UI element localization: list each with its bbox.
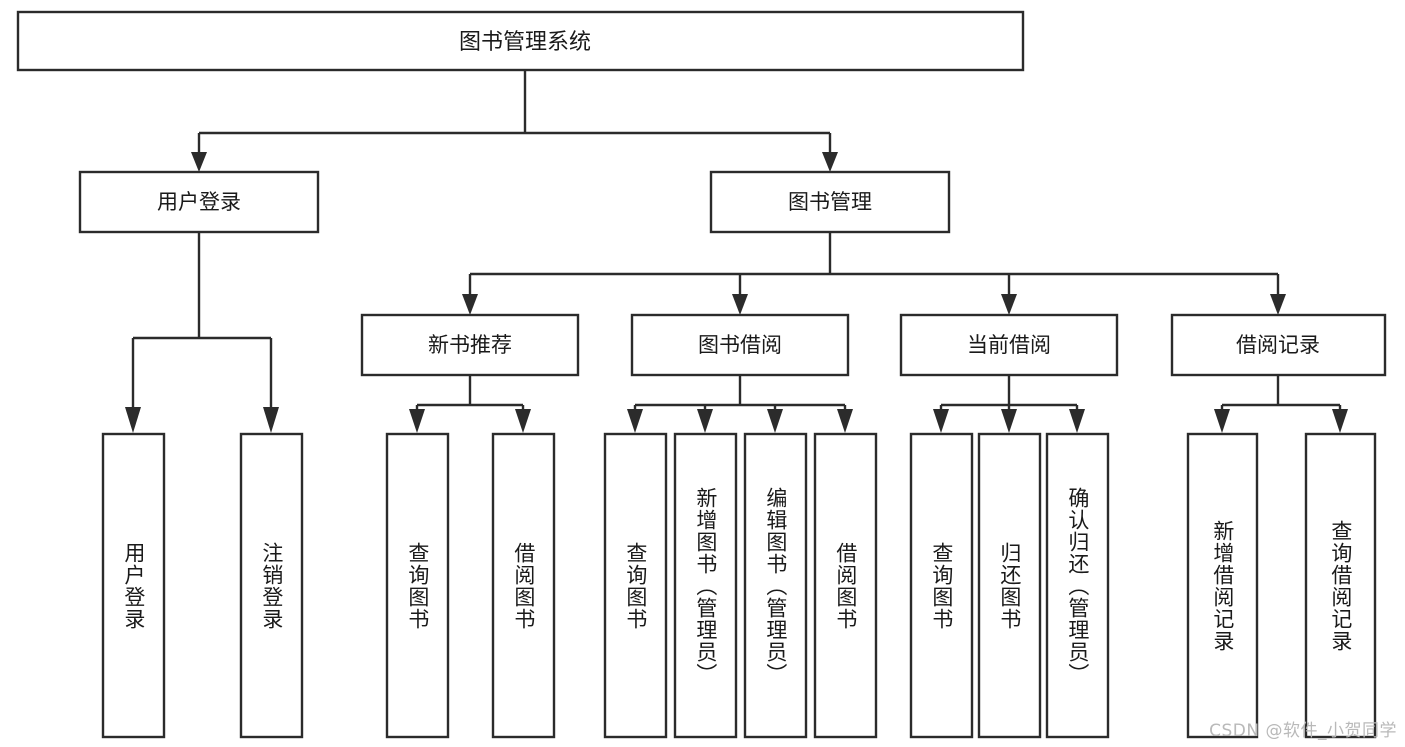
leaf-box-query-record[interactable] bbox=[1304, 432, 1377, 739]
node-book-manage-box[interactable] bbox=[709, 170, 951, 234]
node-new-book-recommend-box[interactable] bbox=[360, 313, 580, 377]
node-book-borrow-box[interactable] bbox=[630, 313, 850, 377]
arrow-br-leaf-2 bbox=[1332, 409, 1348, 433]
node-borrow-record-label: 借阅记录 bbox=[1236, 333, 1320, 357]
arrow-bb-leaf-4 bbox=[837, 409, 853, 433]
arrow-bm-to-current-borrow bbox=[1001, 294, 1017, 315]
arrow-bm-to-book-borrow bbox=[732, 294, 748, 315]
node-root-box[interactable] bbox=[16, 10, 1025, 72]
leaf-box-return-book[interactable] bbox=[977, 432, 1042, 739]
leaf-box-logout-login[interactable] bbox=[239, 432, 304, 739]
arrow-cb-leaf-3 bbox=[1069, 409, 1085, 433]
arrow-bb-leaf-3 bbox=[767, 409, 783, 433]
node-user-login-label: 用户登录 bbox=[157, 190, 241, 214]
arrow-nb-leaf-2 bbox=[515, 409, 531, 433]
leaf-box-query-book-1[interactable] bbox=[385, 432, 450, 739]
node-user-login-box[interactable] bbox=[78, 170, 320, 234]
node-current-borrow-label: 当前借阅 bbox=[967, 333, 1051, 357]
arrow-bm-to-borrow-record bbox=[1270, 294, 1286, 315]
leaf-box-add-record[interactable] bbox=[1186, 432, 1259, 739]
arrow-user-login-leaf-2 bbox=[263, 407, 279, 433]
arrow-root-to-user-login bbox=[191, 152, 207, 172]
arrow-root-to-book-manage bbox=[822, 152, 838, 172]
leaf-box-add-book[interactable] bbox=[673, 432, 738, 739]
arrow-bb-leaf-1 bbox=[627, 409, 643, 433]
node-borrow-record-box[interactable] bbox=[1170, 313, 1387, 377]
arrow-cb-leaf-2 bbox=[1001, 409, 1017, 433]
watermark-text: CSDN @软件_小贺同学 bbox=[1209, 721, 1397, 741]
arrow-br-leaf-1 bbox=[1214, 409, 1230, 433]
node-current-borrow-box[interactable] bbox=[899, 313, 1119, 377]
arrow-nb-leaf-1 bbox=[409, 409, 425, 433]
arrow-bm-to-new-book bbox=[462, 294, 478, 315]
leaf-box-borrow-book-1[interactable] bbox=[491, 432, 556, 739]
connector-layer bbox=[125, 70, 1348, 433]
node-layer: 图书管理系统 用户登录 图书管理 新书推荐 图书借阅 当前借阅 借阅记录 bbox=[16, 10, 1387, 739]
node-book-borrow-label: 图书借阅 bbox=[698, 333, 782, 357]
leaf-box-edit-book[interactable] bbox=[743, 432, 808, 739]
leaf-box-query-book-2[interactable] bbox=[603, 432, 668, 739]
leaf-box-query-book-3[interactable] bbox=[909, 432, 974, 739]
arrow-user-login-leaf-1 bbox=[125, 407, 141, 433]
node-book-manage-label: 图书管理 bbox=[788, 190, 872, 214]
node-root-label: 图书管理系统 bbox=[459, 30, 591, 55]
leaf-box-borrow-book-2[interactable] bbox=[813, 432, 878, 739]
arrow-cb-leaf-1 bbox=[933, 409, 949, 433]
arrow-bb-leaf-2 bbox=[697, 409, 713, 433]
leaf-box-user-login[interactable] bbox=[101, 432, 166, 739]
leaf-box-confirm-return[interactable] bbox=[1045, 432, 1110, 739]
node-new-book-recommend-label: 新书推荐 bbox=[428, 333, 512, 357]
